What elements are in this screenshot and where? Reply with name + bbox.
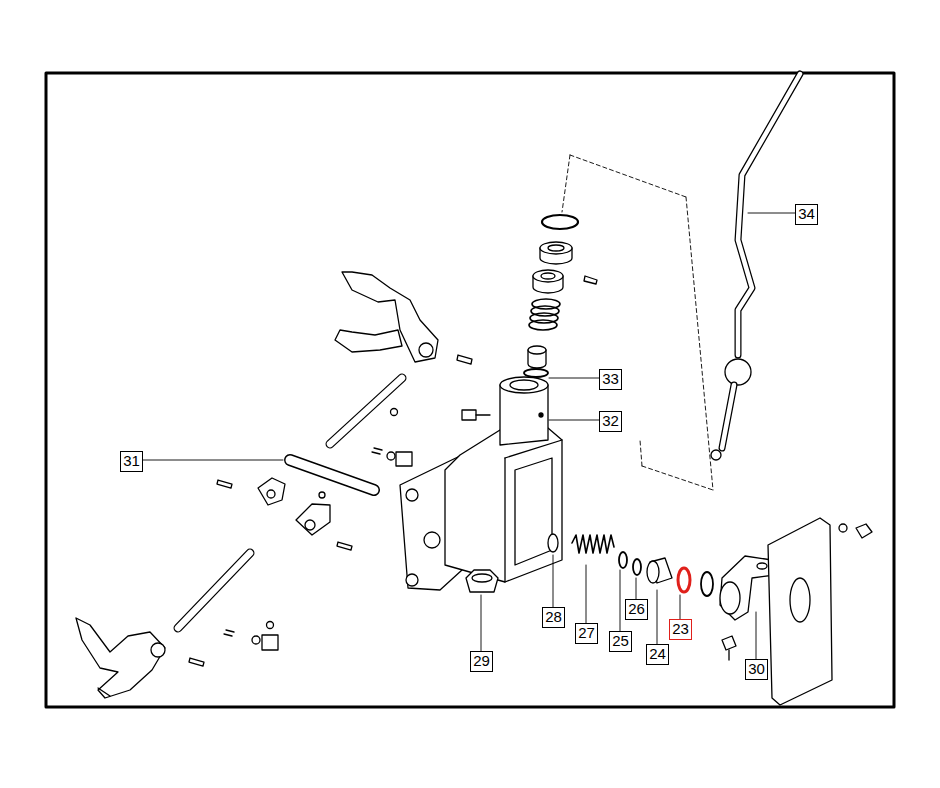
- callout-number: 26: [625, 599, 648, 620]
- callout-number: 28: [542, 607, 565, 628]
- callout-text: 27: [578, 624, 595, 641]
- callout-text: 23: [672, 620, 689, 637]
- callout-number: 30: [745, 659, 768, 680]
- callout-number: 27: [575, 623, 598, 644]
- callout-text: 28: [545, 608, 562, 625]
- callout-text: 33: [602, 370, 619, 387]
- callout-number: 31: [120, 451, 143, 472]
- callout-text: 31: [123, 452, 140, 469]
- callout-number: 34: [795, 204, 818, 225]
- callout-number: 33: [599, 369, 622, 390]
- callout-number: 29: [470, 651, 493, 672]
- callout-text: 25: [612, 632, 629, 649]
- callout-number: 25: [609, 631, 632, 652]
- callout-number: 23: [669, 619, 692, 640]
- callout-text: 34: [798, 205, 815, 222]
- callout-text: 26: [628, 600, 645, 617]
- callout-text: 24: [649, 645, 666, 662]
- callout-text: 30: [748, 660, 765, 677]
- callout-text: 32: [602, 412, 619, 429]
- callout-number: 24: [646, 644, 669, 665]
- callout-text: 29: [473, 652, 490, 669]
- callout-number: 32: [599, 411, 622, 432]
